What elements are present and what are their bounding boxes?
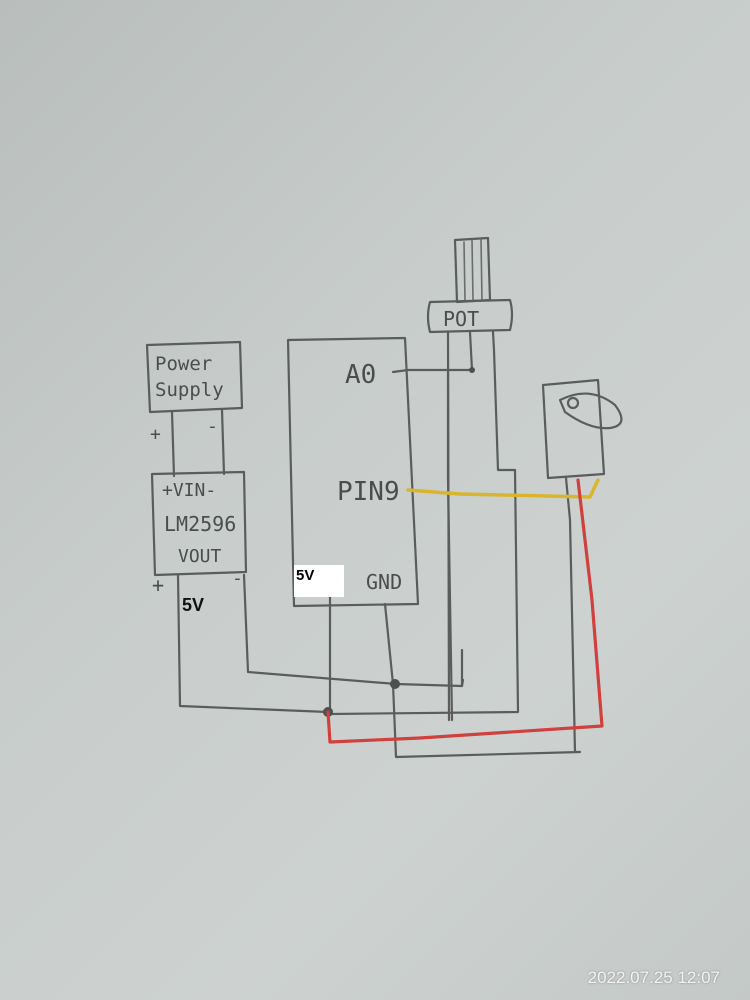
power-supply-minus: - xyxy=(207,416,218,437)
arduino-pin9-label: PIN9 xyxy=(337,477,400,507)
pencil-wires xyxy=(176,348,582,759)
regulator-block: +VIN- LM2596 VOUT + - xyxy=(150,470,248,597)
signal-wire-yellow xyxy=(406,478,600,499)
arduino-5v-label: 5V xyxy=(294,565,344,597)
servo-horn-hub-icon xyxy=(566,396,580,410)
regulator-vin-label: +VIN- xyxy=(162,480,216,501)
regulator-plus: + xyxy=(152,573,164,597)
regulator-vout-label: VOUT xyxy=(178,546,222,567)
power-supply-block: Power Supply + - xyxy=(145,340,244,478)
power-supply-label-line1: Power xyxy=(155,353,212,375)
power-wire-red xyxy=(326,478,604,744)
arduino-5v-text: 5V xyxy=(296,567,315,584)
arduino-gnd-label: GND xyxy=(366,570,402,594)
junction-dot xyxy=(469,367,475,373)
arduino-a0-label: A0 xyxy=(345,360,376,390)
regulator-5v-text: 5V xyxy=(182,595,205,615)
arduino-block: A0 PIN9 GND xyxy=(286,336,420,608)
potentiometer-block: POT xyxy=(426,236,514,722)
regulator-minus: - xyxy=(232,568,243,589)
pot-label: POT xyxy=(443,307,479,331)
power-supply-plus: + xyxy=(150,424,161,445)
regulator-part-label: LM2596 xyxy=(164,512,236,536)
junction-dot xyxy=(390,679,400,689)
power-supply-label-line2: Supply xyxy=(155,379,224,401)
regulator-5v-label: 5V xyxy=(182,595,204,616)
servo-block xyxy=(541,378,623,480)
photo-timestamp: 2022.07.25 12:07 xyxy=(587,968,720,987)
